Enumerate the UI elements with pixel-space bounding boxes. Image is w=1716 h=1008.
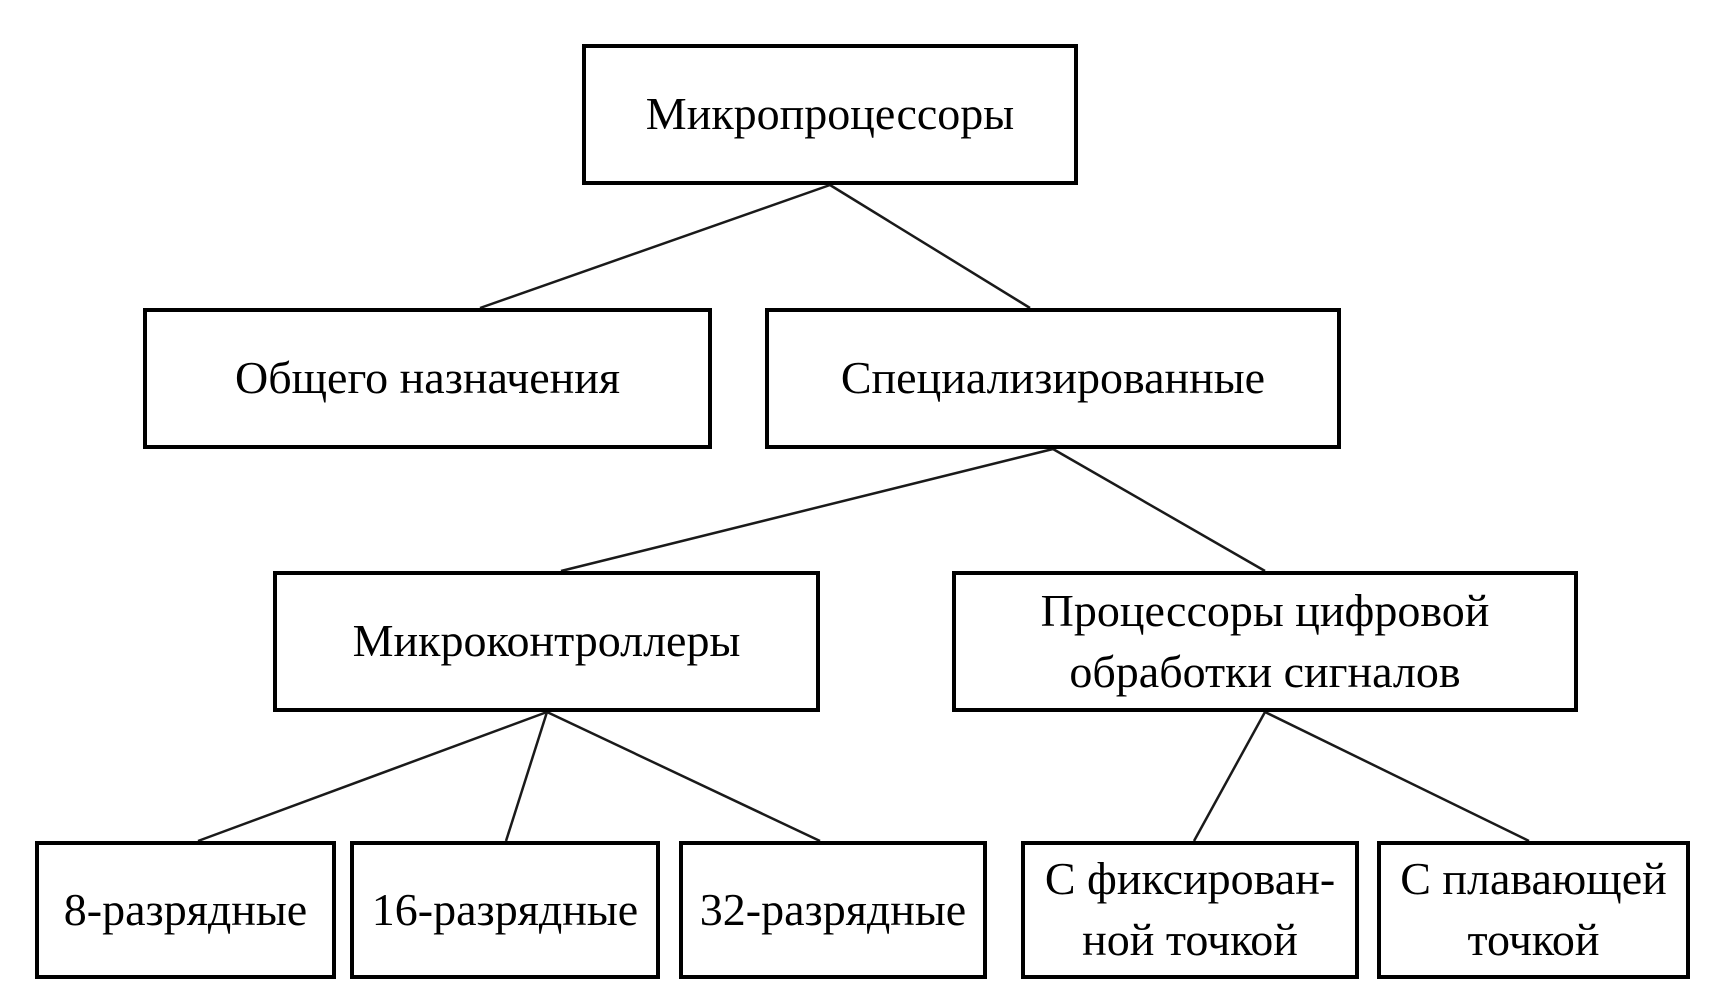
node-8bit-label: 8-разрядные bbox=[63, 883, 308, 935]
edge-mcu-bit16 bbox=[504, 711, 549, 842]
node-floating-point: С плавающей точкой bbox=[1377, 841, 1690, 979]
edge-root-specialized bbox=[829, 183, 1031, 310]
edge-dsp-fixed bbox=[1192, 711, 1267, 842]
node-specialized: Специализированные bbox=[765, 308, 1341, 449]
node-general-purpose: Общего назначения bbox=[143, 308, 712, 449]
node-16bit-label: 16-разрядные bbox=[371, 883, 639, 935]
node-16bit: 16-разрядные bbox=[350, 841, 660, 979]
node-specialized-label: Специализированные bbox=[840, 352, 1266, 404]
node-8bit: 8-разрядные bbox=[35, 841, 336, 979]
node-fixed-point: С фиксирован- ной точкой bbox=[1021, 841, 1359, 979]
node-fixed-point-label: С фиксирован- ной точкой bbox=[1044, 853, 1336, 965]
edge-mcu-bit8 bbox=[197, 710, 548, 843]
node-floating-point-label: С плавающей точкой bbox=[1400, 853, 1667, 965]
edge-root-general bbox=[479, 183, 831, 310]
node-microcontrollers: Микроконтроллеры bbox=[273, 571, 820, 712]
edge-specialized-dsp bbox=[1052, 447, 1266, 573]
node-dsp-label: Процессоры цифровой обработки сигналов bbox=[1040, 584, 1490, 697]
node-dsp: Процессоры цифровой обработки сигналов bbox=[952, 571, 1578, 712]
edge-mcu-bit32 bbox=[546, 710, 821, 843]
node-microcontrollers-label: Микроконтроллеры bbox=[352, 615, 741, 667]
node-microprocessors-label: Микропроцессоры bbox=[645, 88, 1015, 140]
node-32bit-label: 32-разрядные bbox=[699, 883, 967, 935]
edge-dsp-float bbox=[1264, 710, 1530, 843]
node-32bit: 32-разрядные bbox=[679, 841, 987, 979]
node-microprocessors: Микропроцессоры bbox=[582, 44, 1078, 185]
edge-specialized-mcu bbox=[560, 447, 1054, 573]
node-general-purpose-label: Общего назначения bbox=[234, 352, 621, 404]
